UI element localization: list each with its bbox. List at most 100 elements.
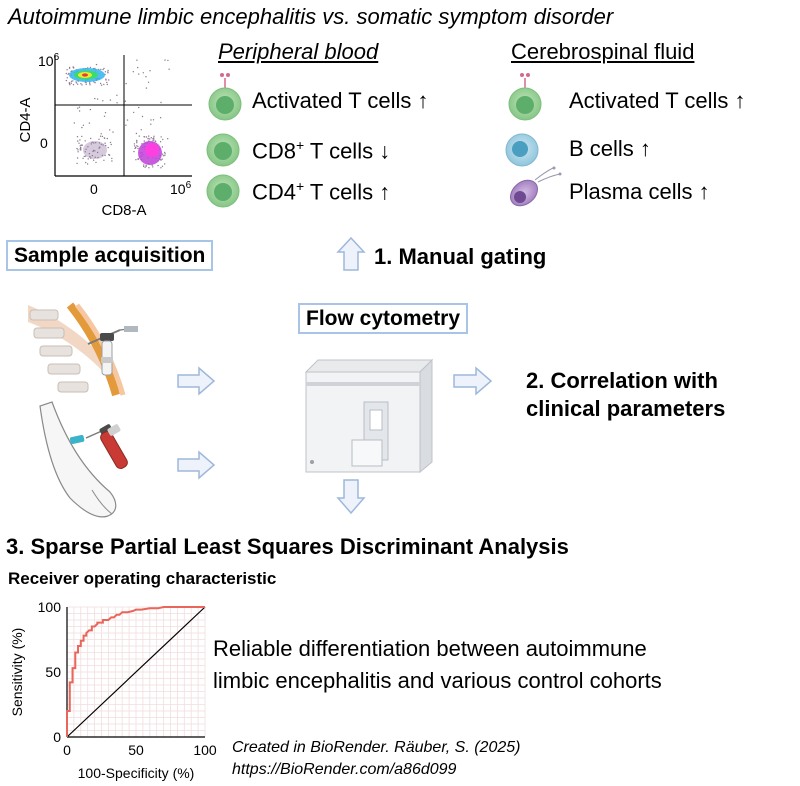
flow-cytometry-box: Flow cytometry	[298, 303, 469, 334]
flow-event-dot	[116, 94, 118, 97]
flow-event-dot	[76, 136, 79, 138]
flow-event-dot	[134, 147, 136, 150]
flow-event-dot	[152, 119, 155, 121]
flow-event-dot	[112, 131, 114, 133]
csf-activated-t-cell-icon	[508, 73, 542, 121]
flow-event-dot	[78, 142, 80, 144]
flow-event-dot	[99, 135, 102, 137]
flow-event-dot	[164, 151, 166, 154]
flow-event-dot	[160, 159, 162, 161]
flow-event-dot	[161, 153, 164, 155]
flow-event-dot	[136, 142, 138, 144]
flow-event-dot	[84, 151, 86, 153]
splsda-heading: 3. Sparse Partial Least Squares Discrimi…	[6, 534, 569, 559]
credit-link[interactable]: https://BioRender.com/a86d099	[232, 761, 457, 778]
cd8-t-cell-icon	[206, 133, 240, 167]
roc-reference-diagonal	[66, 606, 206, 738]
flow-event-dot	[103, 137, 106, 139]
flow-event-dot	[104, 71, 107, 73]
flow-event-dot	[143, 140, 145, 142]
pb-cd8-t-cells: CD8+ T cells ↓	[252, 137, 391, 164]
flow-event-dot	[85, 148, 87, 150]
flow-event-dot	[126, 119, 129, 121]
flow-event-dot	[90, 157, 92, 159]
flow-event-dot	[96, 151, 99, 154]
peripheral-blood-heading: Peripheral blood	[218, 39, 379, 64]
flow-event-dot	[106, 83, 109, 86]
flow-event-dot	[157, 164, 159, 167]
flow-event-dot	[95, 142, 97, 144]
flow-event-dot	[81, 126, 83, 129]
flow-event-dot	[101, 135, 104, 138]
flow-event-dot	[161, 146, 164, 148]
flow-event-dot	[138, 73, 140, 75]
lumbar-puncture-icon	[28, 302, 138, 397]
roc-y-tick-label: 0	[53, 729, 61, 745]
flow-event-dot	[84, 140, 86, 142]
flow-event-dot	[138, 106, 140, 109]
flow-event-dot	[145, 164, 147, 167]
flow-event-dot	[82, 124, 85, 127]
flow-event-dot	[161, 158, 163, 160]
flow-event-dot	[94, 97, 96, 100]
flow-event-dot	[145, 87, 148, 89]
flow-event-dot	[77, 149, 79, 151]
flow-event-dot	[152, 138, 154, 140]
roc-y-axis-label: Sensitivity (%)	[9, 628, 25, 717]
correlation-label-line1: 2. Correlation with	[526, 368, 718, 393]
flow-event-dot	[77, 140, 79, 142]
flow-event-dot	[125, 124, 127, 126]
flow-event-dot	[75, 81, 77, 83]
credit-line: Created in BioRender. Räuber, S. (2025)	[232, 739, 521, 756]
flow-event-dot	[105, 144, 107, 147]
flow-event-dot	[152, 139, 154, 142]
flow-event-dot	[111, 160, 113, 162]
roc-y-tick-label: 100	[38, 599, 62, 615]
flow-event-dot	[159, 141, 162, 143]
flow-x-tick-left: 0	[90, 181, 98, 197]
flow-event-dot	[144, 166, 146, 168]
flow-event-dot	[67, 73, 69, 76]
cd4-t-cell-icon	[206, 174, 240, 208]
flow-event-dot	[162, 155, 165, 157]
flow-event-dot	[65, 72, 68, 75]
flow-event-dot	[135, 132, 138, 135]
flow-event-dot	[94, 156, 96, 158]
flow-event-dot	[143, 164, 145, 166]
flow-event-dot	[92, 159, 95, 161]
flow-event-dot	[90, 137, 92, 140]
flow-event-dot	[107, 69, 109, 72]
flow-event-dot	[164, 153, 166, 155]
flow-event-dot	[89, 84, 91, 86]
flow-event-dot	[164, 154, 166, 157]
flow-event-dot	[161, 165, 164, 167]
flow-event-dot	[159, 117, 162, 119]
flow-event-dot	[95, 161, 97, 164]
flow-event-dot	[66, 69, 68, 71]
flow-event-dot	[81, 144, 83, 146]
flow-event-dot	[65, 79, 68, 82]
flow-event-dot	[100, 133, 102, 135]
flow-event-dot	[76, 157, 79, 159]
manual-gating-label: 1. Manual gating	[374, 244, 547, 269]
flow-event-dot	[73, 122, 76, 124]
activated-t-cell-icon	[208, 73, 242, 121]
flow-event-dot	[90, 143, 93, 145]
flow-event-dot	[164, 59, 166, 61]
flow-x-axis-label: CD8-A	[101, 202, 146, 219]
flow-event-dot	[68, 67, 71, 69]
roc-grid	[67, 606, 206, 737]
csf-heading: Cerebrospinal fluid	[511, 39, 695, 64]
arrow-lumbar-to-cytometer	[177, 366, 216, 396]
flow-event-dot	[152, 166, 154, 168]
flow-event-dot	[107, 146, 109, 149]
flow-event-dot	[109, 129, 111, 131]
flow-event-dot	[94, 150, 96, 152]
flow-event-dot	[107, 71, 109, 73]
flow-event-dot	[96, 98, 99, 100]
flow-event-dot	[87, 158, 89, 160]
flow-event-dot	[142, 72, 144, 74]
